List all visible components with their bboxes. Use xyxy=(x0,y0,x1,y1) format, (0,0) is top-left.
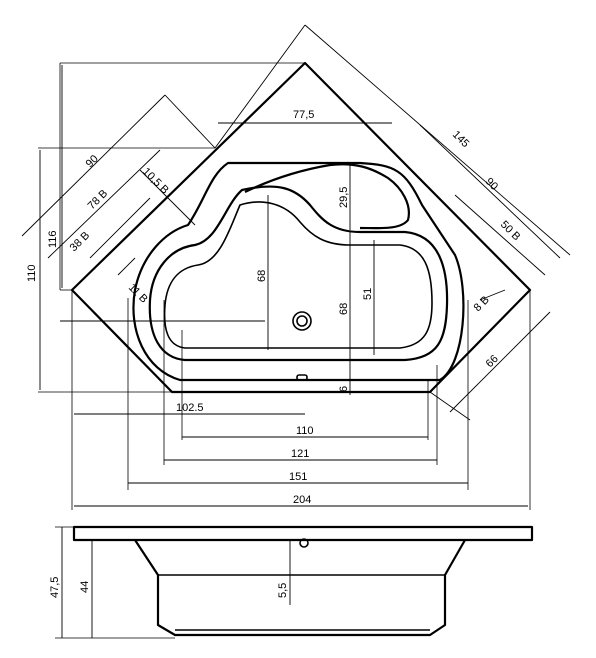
dim-66: 66 xyxy=(484,353,501,370)
dim-10-5b: 10,5 B xyxy=(140,166,171,197)
dim-50b: 50 B xyxy=(498,219,522,243)
dim-204: 204 xyxy=(293,494,311,506)
dim-5-5: 5,5 xyxy=(277,583,289,598)
dim-29-5: 29,5 xyxy=(338,187,350,208)
inner-rim xyxy=(132,161,465,382)
dim-47-5: 47,5 xyxy=(49,577,61,598)
dim-110-bottom: 110 xyxy=(296,425,314,437)
drain-outer xyxy=(292,311,312,331)
top-view xyxy=(21,24,571,510)
dim-11b: 11 B xyxy=(126,282,150,306)
dim-151: 151 xyxy=(289,471,307,483)
dim-68-right: 68 xyxy=(338,303,350,315)
seat-outline xyxy=(244,163,410,230)
dim-44: 44 xyxy=(79,581,91,593)
overflow xyxy=(296,374,308,381)
dim-145: 145 xyxy=(450,129,471,150)
side-basin xyxy=(134,539,466,637)
basin-floor xyxy=(163,201,433,349)
side-view-labels: 47,5 44 5,5 xyxy=(49,577,289,598)
dim-77-5: 77,5 xyxy=(293,109,314,121)
dim-90-right: 90 xyxy=(483,176,500,193)
dim-78b: 78 B xyxy=(86,188,110,212)
side-overflow xyxy=(299,538,309,548)
dim-8b: 8 B xyxy=(472,294,492,314)
dim-51: 51 xyxy=(362,288,374,300)
dim-121: 121 xyxy=(291,448,309,460)
dim-102-5: 102.5 xyxy=(176,402,204,414)
dim-90-left: 90 xyxy=(84,153,101,170)
side-view xyxy=(55,525,534,639)
drain-inner xyxy=(296,315,308,327)
dim-110-left: 110 xyxy=(26,264,38,282)
side-rim xyxy=(72,525,534,542)
dim-68-left: 68 xyxy=(256,270,268,282)
dim-6: 6 xyxy=(338,386,350,392)
inner-basin xyxy=(148,185,449,362)
dim-38b: 38 B xyxy=(68,230,92,254)
outer-rim xyxy=(70,61,532,394)
dim-116: 116 xyxy=(47,230,59,248)
